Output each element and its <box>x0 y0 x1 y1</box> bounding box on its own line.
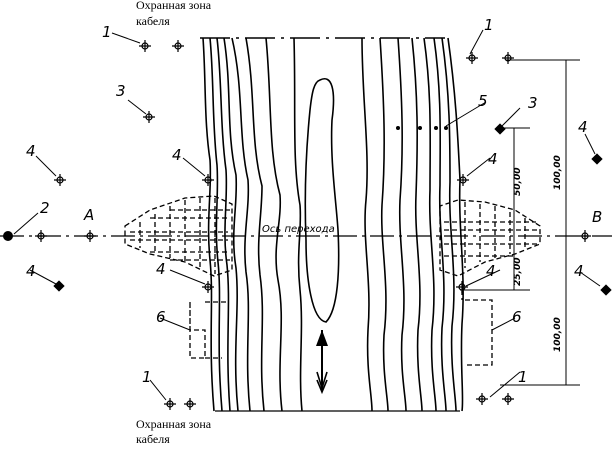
callout-4-bank-left-upper: 4 <box>172 146 182 164</box>
callout-6-right: 6 <box>512 308 522 326</box>
callout-4-bank-right-upper: 4 <box>488 150 498 168</box>
left-bank-line-4 <box>223 37 239 412</box>
left-bank-line-6 <box>245 37 265 412</box>
point-3-filled-right <box>494 123 506 135</box>
dimension-label-50: 50,00 <box>513 168 523 196</box>
leader-lines <box>13 29 601 401</box>
bank-marker-dots <box>396 126 448 130</box>
left-bank-line-2 <box>209 37 223 412</box>
callout-1-top-left: 1 <box>102 23 112 41</box>
point-4-filled-left <box>53 280 65 292</box>
left-bank-line-5 <box>231 37 251 412</box>
point-2-filled <box>3 231 13 241</box>
cable-zone-label-top-line1: Охранная зона <box>136 0 212 12</box>
left-trench-structure <box>124 195 233 277</box>
callout-4-left-upper: 4 <box>26 142 36 160</box>
left-bank-line-1 <box>202 37 215 412</box>
callout-4-right-lower: 4 <box>574 262 584 280</box>
point-4-filled-right-bottom <box>600 284 612 296</box>
axis-label: Ось перехода <box>262 224 335 235</box>
callout-4-right-upper: 4 <box>578 118 588 136</box>
right-bank-line-8 <box>447 37 464 412</box>
left-anchor-block <box>189 301 228 359</box>
right-anchor-block <box>461 290 493 366</box>
right-bank-line-7 <box>441 37 457 412</box>
right-bank-line-4 <box>411 37 423 412</box>
callout-3-right: 3 <box>528 94 538 112</box>
right-bank-line-5 <box>423 37 437 412</box>
left-bank-line-3 <box>216 37 231 412</box>
survey-points <box>35 40 591 410</box>
callout-2: 2 <box>40 199 50 217</box>
central-island <box>304 77 340 323</box>
callout-1-top-right: 1 <box>484 16 494 34</box>
river-contours <box>200 37 464 412</box>
callout-4-bank-right-lower: 4 <box>486 262 496 280</box>
point-4-filled-right <box>591 153 603 165</box>
point-b-label: В <box>592 208 602 226</box>
right-bank-line-1 <box>361 37 373 412</box>
callout-5: 5 <box>478 92 488 110</box>
callout-4-bank-left-lower: 4 <box>156 260 166 278</box>
cable-zone-label-top-line2: кабеля <box>136 14 170 28</box>
right-bank-line-6 <box>433 37 447 412</box>
right-trench-structure <box>439 199 541 277</box>
cable-zone-label-bottom-line2: кабеля <box>136 432 170 446</box>
flow-direction-arrow <box>316 330 328 395</box>
cable-zone-label-bottom-line1: Охранная зона <box>136 417 212 431</box>
right-bank-line-3 <box>397 37 407 412</box>
callout-6-left: 6 <box>156 308 166 326</box>
left-bank-line-7 <box>265 37 283 412</box>
right-bank-line-2 <box>379 37 389 412</box>
dimension-label-100-top: 100,00 <box>553 155 563 190</box>
dimension-label-100-bottom: 100,00 <box>553 317 563 352</box>
callout-1-bottom-right: 1 <box>518 368 528 386</box>
dimension-label-25: 25,00 <box>513 258 523 286</box>
callout-4-left-lower: 4 <box>26 262 36 280</box>
point-a-label: А <box>83 206 94 224</box>
callout-1-bottom-left: 1 <box>142 368 152 386</box>
callout-3-left: 3 <box>116 82 126 100</box>
left-bank-line-8 <box>293 37 303 412</box>
